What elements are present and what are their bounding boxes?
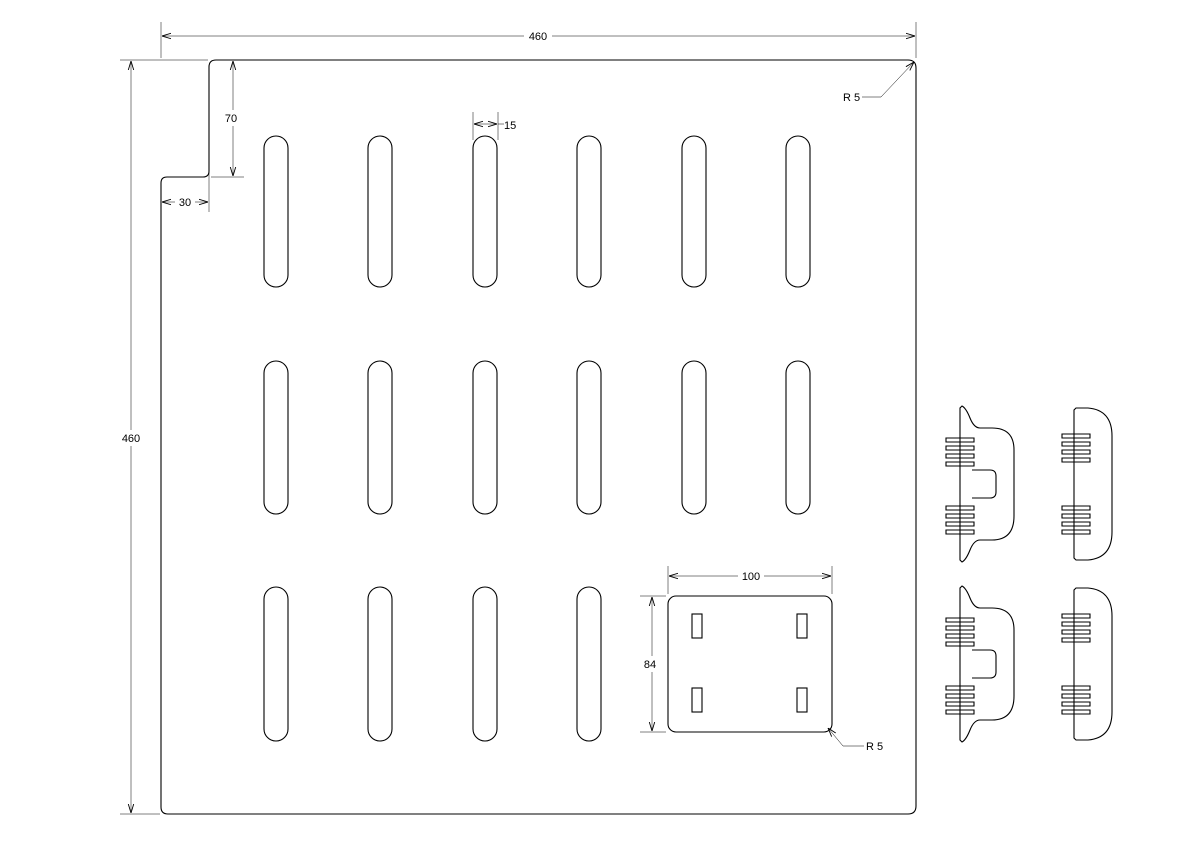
slot xyxy=(576,586,602,742)
slot xyxy=(472,586,498,742)
slot xyxy=(472,135,498,288)
clip-part-hooked xyxy=(945,405,1015,563)
insert-slot xyxy=(796,687,808,713)
slot xyxy=(263,360,289,515)
dim-label-insert-width: 100 xyxy=(742,571,760,583)
dim-label-notch-depth: 70 xyxy=(225,113,237,125)
insert-slot xyxy=(691,613,703,639)
leader-insert-radius: R 5 xyxy=(828,728,883,753)
clip-part-straight xyxy=(1061,407,1113,561)
clip-body-outline xyxy=(959,405,1015,563)
clip-fins-upper xyxy=(1061,613,1091,643)
slot xyxy=(576,360,602,515)
slot xyxy=(472,360,498,515)
clip-group xyxy=(945,405,1113,743)
dimension-overall-width: 460 xyxy=(160,22,917,58)
clip-part-straight xyxy=(1061,587,1113,741)
slot xyxy=(263,135,289,288)
slot xyxy=(367,360,393,515)
slot xyxy=(263,586,289,742)
slot xyxy=(785,135,811,288)
dim-label-height: 460 xyxy=(122,433,140,445)
plate-outline xyxy=(160,59,917,815)
dim-label-insert-height: 84 xyxy=(644,659,656,671)
clip-fins-lower xyxy=(945,505,975,535)
clip-fins-lower xyxy=(1061,505,1091,535)
slot xyxy=(681,360,707,515)
dim-label-slot-width: 15 xyxy=(504,120,516,132)
clip-fins-lower xyxy=(945,685,975,715)
slot xyxy=(367,586,393,742)
insert-slot xyxy=(691,687,703,713)
dimension-notch-depth: 70 xyxy=(211,61,244,178)
insert-plate xyxy=(667,595,833,733)
insert-slot xyxy=(796,613,808,639)
dimension-insert-height: 84 xyxy=(640,595,666,733)
clip-body-outline xyxy=(1073,407,1113,561)
label-corner-radius: R 5 xyxy=(843,92,860,104)
label-insert-radius: R 5 xyxy=(866,741,883,753)
clip-part-hooked xyxy=(945,585,1015,743)
dimension-insert-width: 100 xyxy=(667,566,833,594)
clip-fins-upper xyxy=(945,617,975,647)
slot-group xyxy=(263,135,811,742)
clip-fins-upper xyxy=(945,437,975,467)
dimension-slot-width: 15 xyxy=(472,112,516,140)
clip-body-outline xyxy=(1073,587,1113,741)
slot xyxy=(576,135,602,288)
dimension-notch-width: 30 xyxy=(162,172,210,212)
clip-fins-lower xyxy=(1061,685,1091,715)
slot xyxy=(785,360,811,515)
clip-fins-upper xyxy=(1061,433,1091,463)
leader-corner-radius: R 5 xyxy=(843,62,914,104)
dimension-overall-height: 460 xyxy=(118,59,208,815)
clip-body-outline xyxy=(959,585,1015,743)
dim-label-width: 460 xyxy=(529,31,547,43)
dim-label-notch-width: 30 xyxy=(179,197,191,209)
slot xyxy=(681,135,707,288)
slot xyxy=(367,135,393,288)
